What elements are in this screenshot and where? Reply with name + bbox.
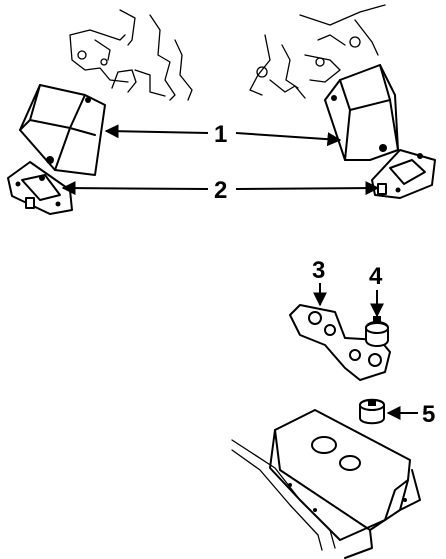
left-engine-mount-bracket: [19, 84, 106, 176]
left-engine-block-outline: [69, 9, 193, 101]
transmission-mount-plate: [289, 304, 391, 381]
right-engine-mount-insulator: [371, 149, 436, 199]
callout-2-label: 2: [214, 177, 227, 204]
left-engine-mount-insulator: [7, 161, 73, 215]
callout-4-label: 4: [369, 263, 383, 290]
callout-1-label: 1: [214, 121, 227, 148]
callout-1-leaders: [104, 124, 342, 147]
transmission-mount-insulator: [365, 316, 389, 347]
transmission-crossmember: [231, 409, 421, 559]
callout-3-label: 3: [312, 257, 325, 284]
callout-5-label: 5: [422, 401, 435, 428]
right-engine-block-outline: [249, 4, 386, 99]
rear-crossmember-insulator: [359, 398, 385, 425]
callout-2-leaders: [61, 181, 380, 196]
right-engine-mount-bracket: [324, 64, 399, 161]
